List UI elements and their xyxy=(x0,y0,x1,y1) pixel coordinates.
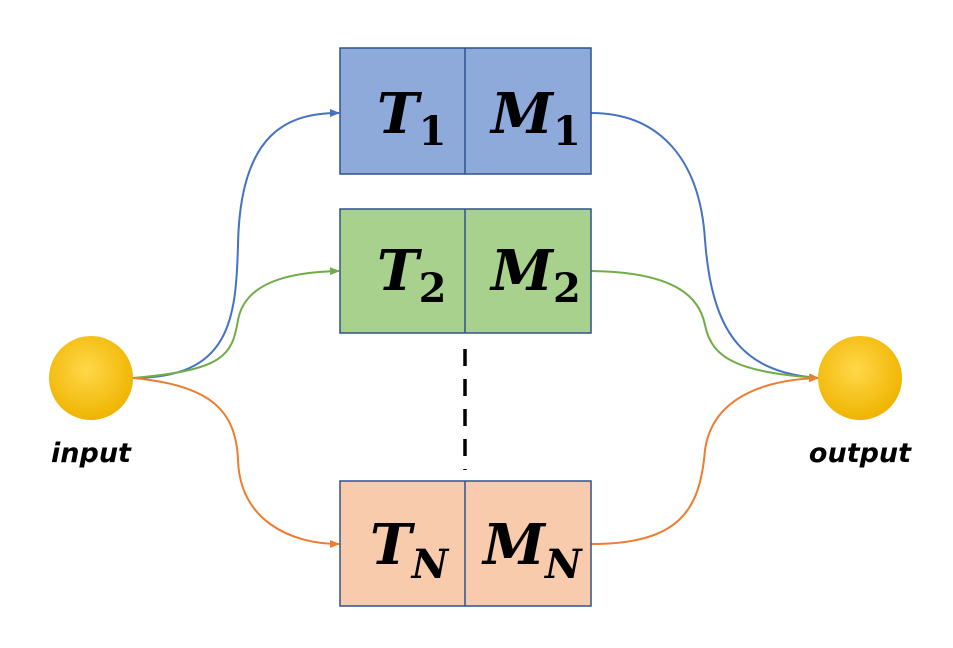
branch-n: TN MN xyxy=(339,480,592,607)
input-label: input xyxy=(51,438,132,469)
output-node: output xyxy=(809,336,912,469)
connector-input-to-branch-2 xyxy=(132,267,340,379)
input-node: input xyxy=(49,336,133,469)
branch-1-t-label: T1 xyxy=(377,81,447,155)
connector-branch-n-to-output xyxy=(590,374,819,545)
connector-input-to-branch-n xyxy=(132,377,340,548)
input-circle xyxy=(49,336,133,420)
output-circle xyxy=(818,336,902,420)
branch-n-t-label: TN xyxy=(370,512,450,588)
connector-branch-1-to-output xyxy=(590,112,819,382)
output-label: output xyxy=(809,438,912,469)
branch-n-m-label: MN xyxy=(481,512,583,588)
branch-2: T2 M2 xyxy=(339,208,592,334)
branch-1: T1 M1 xyxy=(339,47,592,175)
branch-2-t-label: T2 xyxy=(377,238,447,312)
branch-2-m-label: M2 xyxy=(489,238,581,312)
connector-input-to-branch-1 xyxy=(132,109,340,379)
connector-branch-2-to-output xyxy=(590,270,819,382)
branch-1-m-label: M1 xyxy=(489,81,581,155)
